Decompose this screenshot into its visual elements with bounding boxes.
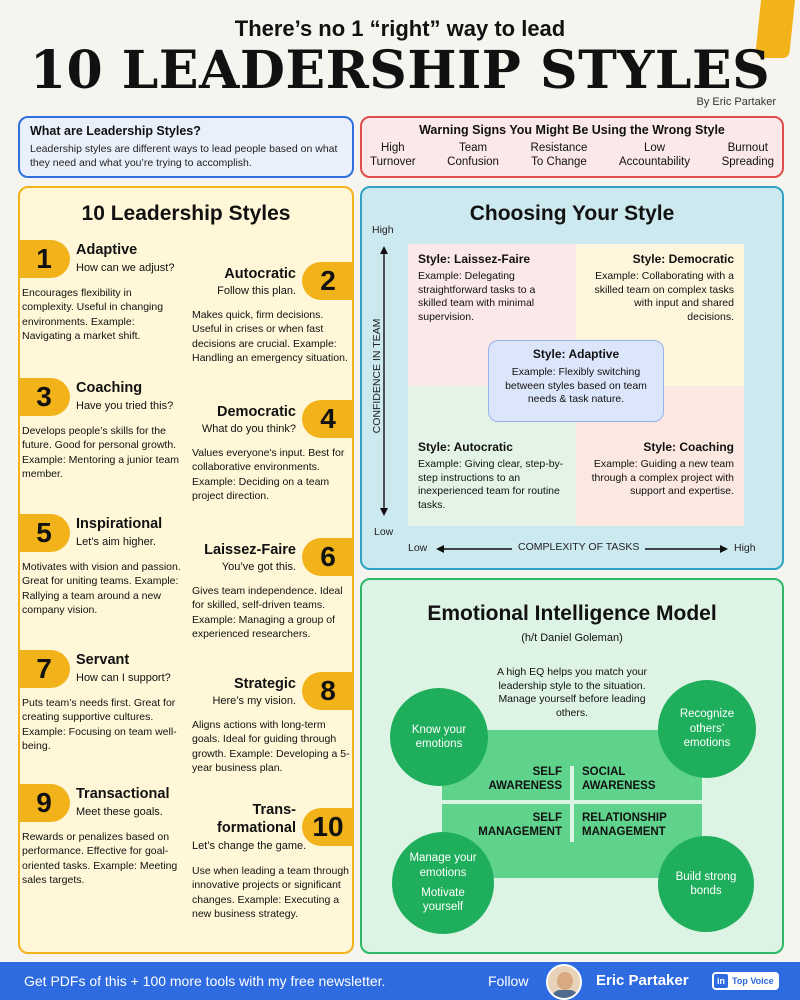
style-name: Strategic <box>233 676 296 692</box>
page-subtitle: There’s no 1 “right” way to lead <box>234 16 566 41</box>
newsletter-cta[interactable]: Get PDFs of this + 100 more tools with m… <box>24 973 386 989</box>
follow-label: Follow <box>488 973 529 989</box>
style-description: Motivates with vision and passion. Great… <box>22 561 181 617</box>
style-number: 2 <box>302 262 354 300</box>
style-tagline: What do you think? <box>201 423 296 435</box>
style-number: 9 <box>18 784 70 822</box>
warning-signs-card: Warning Signs You Might Be Using the Wro… <box>360 116 784 178</box>
center-card-adaptive: Style: Adaptive Example: Flexibly switch… <box>488 340 664 422</box>
style-description: Values everyone's input. Best for collab… <box>192 447 345 503</box>
style-description: Gives team independence. Ideal for skill… <box>192 585 343 641</box>
style-name: Servant <box>76 652 130 668</box>
style-description: Develops people’s skills for the future.… <box>22 425 179 481</box>
eq-title: Emotional Intelligence Model <box>427 602 717 625</box>
warning-title: Warning Signs You Might Be Using the Wro… <box>419 123 725 137</box>
style-description: Encourages flexibility in complexity. Us… <box>22 287 164 343</box>
y-axis-arrow <box>380 246 388 516</box>
style-name: Democratic <box>217 404 296 420</box>
style-name: Laissez-Faire <box>204 542 296 558</box>
style-description: Aligns actions with long-term goals. Ide… <box>192 719 350 775</box>
byline: By Eric Partaker <box>696 96 776 108</box>
style-number: 7 <box>18 650 70 688</box>
style-name: Trans- <box>252 802 296 818</box>
style-name: Autocratic <box>224 266 296 282</box>
style-name-continued: formational <box>217 820 296 836</box>
style-description: Puts team’s needs first. Great for creat… <box>22 697 177 753</box>
choosing-style-panel: Choosing Your Style High Low CONFIDENCE … <box>360 186 784 570</box>
author-name[interactable]: Eric Partaker <box>596 972 689 989</box>
avatar <box>546 964 582 1000</box>
page-title: 10 LEADERSHIP STYLES <box>29 40 771 101</box>
style-number: 6 <box>302 538 354 576</box>
eq-note: A high EQ helps you match your leadershi… <box>497 666 647 719</box>
style-number: 1 <box>18 240 70 278</box>
what-text: Leadership styles are different ways to … <box>30 143 338 169</box>
eq-model-panel: Emotional Intelligence Model (h/t Daniel… <box>360 578 784 954</box>
style-description: Use when leading a team through innovati… <box>192 865 350 921</box>
y-axis-high: High <box>372 224 394 236</box>
style-name: Inspirational <box>76 516 163 532</box>
style-number: 4 <box>302 400 354 438</box>
style-description: Makes quick, firm decisions. Useful in c… <box>192 309 348 365</box>
style-tagline: Let’s change the game. <box>192 840 307 852</box>
top-voice-badge: in Top Voice <box>712 972 779 990</box>
style-tagline: Here’s my vision. <box>212 695 296 707</box>
style-tagline: Meet these goals. <box>76 806 163 818</box>
x-axis-label: COMPLEXITY OF TASKS <box>512 541 646 553</box>
x-axis-high: High <box>734 542 756 554</box>
style-tagline: Let’s aim higher. <box>76 536 156 548</box>
style-name: Transactional <box>76 786 170 802</box>
y-axis-low: Low <box>374 526 394 538</box>
style-number: 5 <box>18 514 70 552</box>
linkedin-icon: in <box>714 974 728 988</box>
what-are-styles-card: What are Leadership Styles? Leadership s… <box>18 116 354 178</box>
style-number: 10 <box>302 808 354 846</box>
styles-title: 10 Leadership Styles <box>81 202 291 225</box>
style-name: Coaching <box>76 380 143 396</box>
style-tagline: Follow this plan. <box>217 285 296 297</box>
leadership-styles-panel: 10 Leadership Styles 1 Adaptive How can … <box>18 186 354 954</box>
footer-bar: Get PDFs of this + 100 more tools with m… <box>0 962 800 1000</box>
style-name: Adaptive <box>76 242 138 258</box>
top-voice-label: Top Voice <box>732 976 774 986</box>
style-tagline: How can I support? <box>76 672 171 684</box>
what-title: What are Leadership Styles? <box>30 124 201 138</box>
x-axis-low: Low <box>408 542 428 554</box>
style-number: 8 <box>302 672 354 710</box>
style-tagline: You’ve got this. <box>221 561 296 573</box>
style-description: Rewards or penalizes based on performanc… <box>22 831 178 887</box>
choose-title: Choosing Your Style <box>469 202 675 225</box>
style-number: 3 <box>18 378 70 416</box>
y-axis-label: CONFIDENCE IN TEAM <box>371 311 383 441</box>
style-tagline: How can we adjust? <box>76 262 175 274</box>
eq-credit: (h/t Daniel Goleman) <box>521 632 623 644</box>
style-tagline: Have you tried this? <box>76 400 174 412</box>
